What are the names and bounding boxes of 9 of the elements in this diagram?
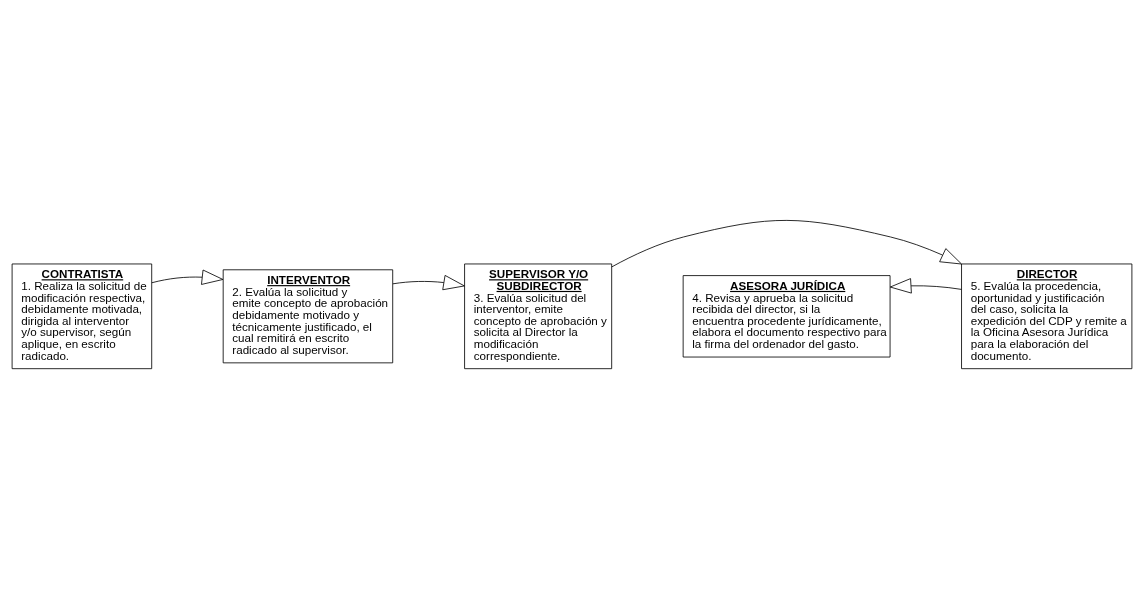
arrow (889, 278, 962, 294)
node-box: DIRECTOR 5. Evalúa la procedencia, oportunidad y justificación del caso, solicita la expedición del CDP y remite a la Oficina Asesora Jurídica para la elaboración del documento. (961, 263, 1133, 370)
node-box: ASESORA JURÍDICA 4. Revisa y aprueba la solicitud recibida del director, si la encuentra procedente jurídicamente, elabora el documento respectivo para la firma del ordenador del gasto. (682, 275, 891, 358)
arrow (392, 275, 465, 291)
node-box: INTERVENTOR 2. Evalúa la solicitud y emite concepto de aprobación debidamente motivado y técnicamente justificado, el cual remitirá en escrito radicado al supervisor. (222, 269, 394, 364)
node-box: SUPERVISOR Y/O SUBDIRECTOR 3. Evalúa solicitud del interventor, emite concepto de aprobación y solicita al Director la modificación correspondiente. (464, 263, 613, 370)
arrow (611, 220, 962, 268)
arrow (151, 269, 224, 285)
node-box: CONTRATISTA 1. Realiza la solicitud de modificación respectiva, debidamente motivada, dirigida al interventor y/o supervisor, según aplique, en escrito radicado. (11, 263, 153, 370)
